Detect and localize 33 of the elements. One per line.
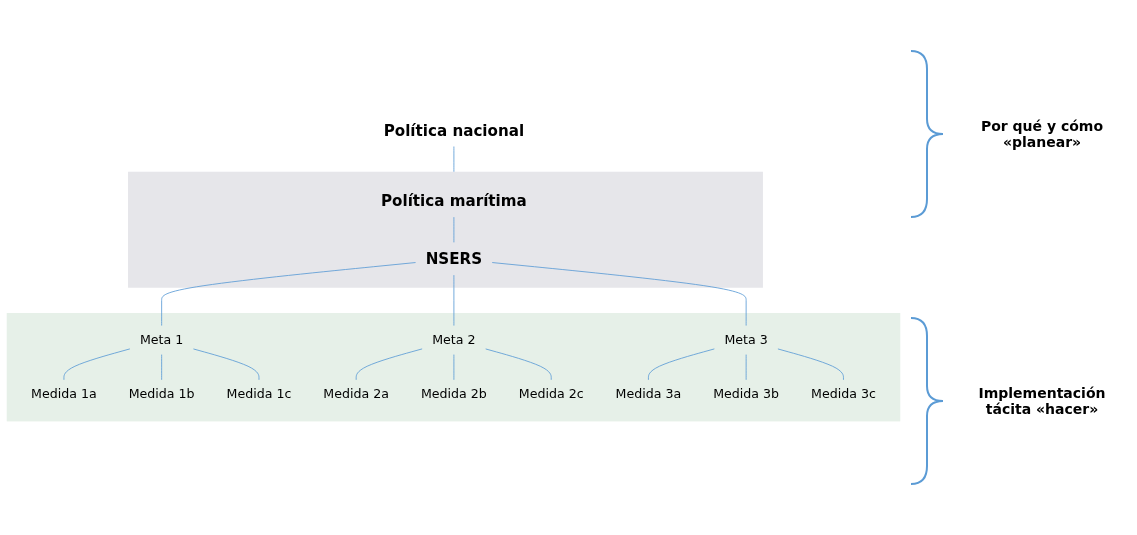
connector bbox=[745, 354, 747, 381]
connector bbox=[161, 354, 163, 381]
connector bbox=[491, 262, 747, 326]
node-text: Meta 2 bbox=[432, 332, 476, 348]
connector bbox=[485, 348, 552, 381]
node-text: Medida 3a bbox=[615, 386, 682, 402]
node-text: Medida 2a bbox=[323, 386, 389, 402]
connector bbox=[648, 348, 715, 381]
cluster bbox=[128, 171, 763, 288]
node-text: Medida 1b bbox=[128, 386, 195, 402]
bracket-label: Por qué y cómo «planear» bbox=[979, 117, 1105, 150]
connector bbox=[453, 354, 455, 381]
node-text: Medida 2c bbox=[518, 386, 584, 402]
node-text: Política marítima bbox=[381, 191, 527, 210]
node-text: Meta 1 bbox=[139, 332, 184, 348]
node-text: NSERS bbox=[425, 249, 483, 268]
node-text: Medida 2b bbox=[420, 386, 487, 402]
node-text: Medida 3b bbox=[713, 386, 780, 402]
connector bbox=[453, 146, 455, 173]
connector bbox=[453, 274, 455, 326]
node-text: Medida 3c bbox=[811, 386, 876, 402]
connector bbox=[63, 348, 131, 381]
connector bbox=[777, 348, 844, 381]
node-text: Meta 3 bbox=[724, 332, 768, 348]
node-text: Medida 1c bbox=[226, 386, 292, 402]
node-text: Medida 1a bbox=[31, 386, 97, 402]
connector bbox=[453, 216, 455, 243]
connector bbox=[161, 262, 416, 326]
connector bbox=[355, 348, 423, 381]
bracket-label: Implementación tácita «hacer» bbox=[977, 385, 1107, 418]
cluster bbox=[6, 312, 901, 422]
node-text: Política nacional bbox=[383, 121, 525, 139]
connector bbox=[193, 348, 260, 381]
